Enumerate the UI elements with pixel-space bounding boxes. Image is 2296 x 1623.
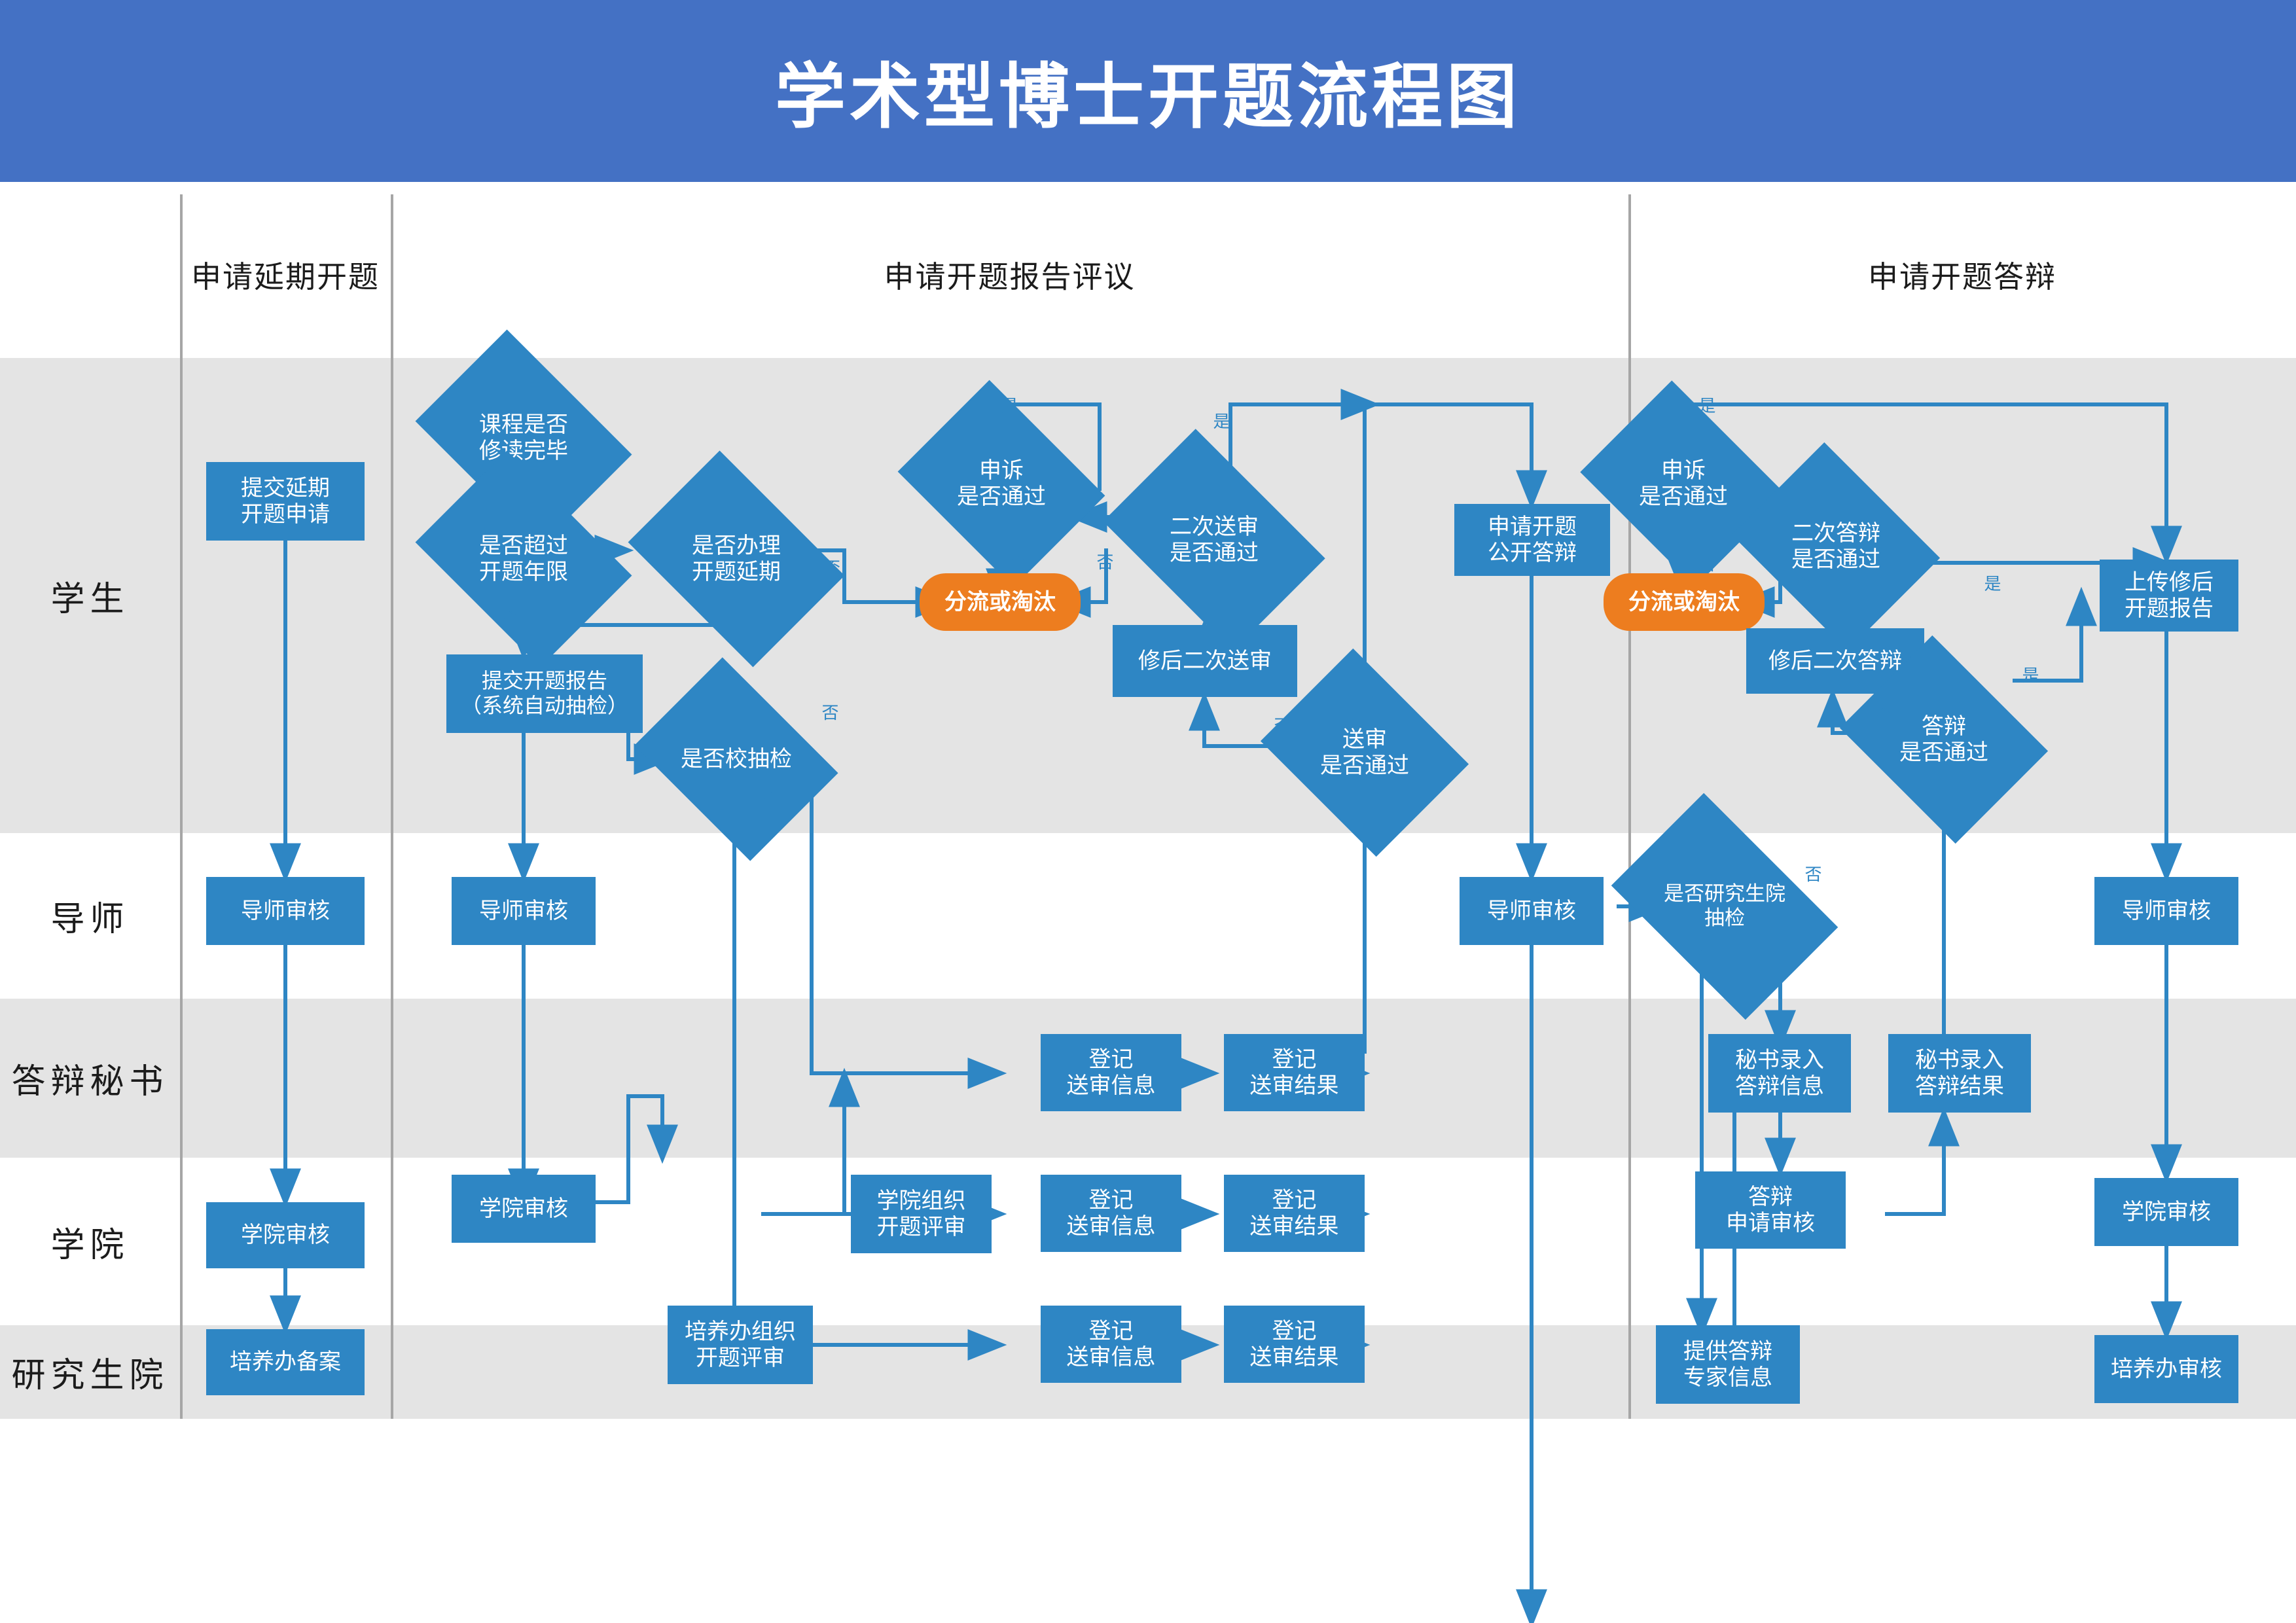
node-apply-extension-decision[interactable]: 是否办理 开题延期 [628, 450, 845, 668]
node-gradschool-sampling-decision[interactable]: 是否研究生院 抽检 [1611, 793, 1839, 1020]
edge-label-yes-appeal-review: 是 [999, 397, 1018, 412]
node-register-submission-result-gradschool[interactable]: 登记 送审结果 [1224, 1306, 1365, 1383]
edge-label-no-defense-pass: 否 [1872, 705, 1892, 721]
node-submit-proposal-report[interactable]: 提交开题报告 （系统自动抽检） [446, 654, 643, 733]
node-second-submission-pass-decision[interactable]: 二次送审 是否通过 [1103, 429, 1325, 651]
node-college-review-defense[interactable]: 学院审核 [2094, 1178, 2238, 1246]
node-register-submission-info-secretary[interactable]: 登记 送审信息 [1041, 1034, 1181, 1111]
edge-label-no-extension: 否 [823, 558, 841, 578]
edge-label-yes-extension: 是 [712, 609, 732, 624]
edge-label-no-submission-pass: 否 [1272, 717, 1291, 732]
node-apply-public-defense[interactable]: 申请开题 公开答辩 [1454, 504, 1610, 576]
row-label-student: 学生 [50, 580, 130, 618]
column-header-defense: 申请开题答辩 [1868, 260, 2056, 294]
page-title: 学术型博士开题流程图 [774, 57, 1521, 136]
row-label-gradschool: 研究生院 [11, 1357, 169, 1395]
node-register-submission-info-college[interactable]: 登记 送审信息 [1041, 1175, 1181, 1252]
node-school-sampling-decision[interactable]: 是否校抽检 [634, 657, 838, 861]
node-appeal-pass-decision-review[interactable]: 申诉 是否通过 [897, 380, 1105, 588]
lane-band-advisor [0, 833, 2296, 999]
node-advisor-review-defense-apply[interactable]: 导师审核 [1460, 877, 1604, 945]
node-gradoffice-organize-proposal-review[interactable]: 培养办组织 开题评审 [668, 1306, 813, 1384]
edge-label-yes-courses: 是 [499, 468, 518, 484]
node-advisor-review-delay[interactable]: 导师审核 [206, 877, 365, 945]
node-college-review-delay[interactable]: 学院审核 [206, 1202, 365, 1268]
edge-label-yes-sampling: 是 [761, 783, 781, 798]
node-diverted-or-eliminated-defense[interactable]: 分流或淘汰 [1604, 573, 1765, 631]
node-secretary-enter-defense-result[interactable]: 秘书录入 答辩结果 [1888, 1034, 2031, 1113]
edge-label-yes-gradschool-sampling: 是 [1691, 941, 1711, 957]
node-defense-application-review[interactable]: 答辩 申请审核 [1695, 1171, 1846, 1249]
column-divider-mid [391, 194, 393, 1419]
node-register-submission-result-secretary[interactable]: 登记 送审结果 [1224, 1034, 1365, 1111]
node-advisor-review-upload[interactable]: 导师审核 [2094, 877, 2238, 945]
row-label-college: 学院 [50, 1226, 130, 1264]
node-register-submission-info-gradschool[interactable]: 登记 送审信息 [1041, 1306, 1181, 1383]
node-register-submission-result-college[interactable]: 登记 送审结果 [1224, 1175, 1365, 1252]
column-header-delay: 申请延期开题 [191, 260, 380, 294]
edge-label-yes-submission-pass: 是 [1369, 681, 1388, 696]
title-banner: 学术型博士开题流程图 [0, 0, 2296, 182]
node-second-defense-pass-decision[interactable]: 二次答辩 是否通过 [1731, 442, 1941, 651]
edge-label-no-deadline: 否 [499, 609, 518, 624]
row-label-secretary: 答辩秘书 [11, 1063, 169, 1101]
edge-label-no-sampling: 否 [819, 704, 839, 719]
node-college-review-proposal[interactable]: 学院审核 [452, 1175, 596, 1243]
node-provide-defense-experts-info[interactable]: 提供答辩 专家信息 [1656, 1325, 1800, 1404]
node-diverted-or-eliminated-review[interactable]: 分流或淘汰 [920, 573, 1081, 631]
column-divider-left [180, 194, 183, 1419]
column-divider-right [1628, 194, 1631, 1419]
row-label-advisor: 导师 [50, 901, 130, 938]
edge-label-yes-second-defense: 是 [1982, 575, 2001, 590]
node-submit-delay-application[interactable]: 提交延期 开题申请 [206, 462, 365, 541]
node-gradoffice-record[interactable]: 培养办备案 [206, 1329, 365, 1395]
edge-label-yes-appeal-defense: 是 [1696, 397, 1716, 412]
node-exceed-deadline-decision[interactable]: 是否超过 开题年限 [415, 450, 632, 668]
node-submission-pass-decision[interactable]: 送审 是否通过 [1260, 648, 1469, 857]
node-secretary-enter-defense-info[interactable]: 秘书录入 答辩信息 [1708, 1034, 1851, 1113]
edge-label-yes-defense-pass: 是 [2020, 666, 2039, 682]
node-gradoffice-review-defense[interactable]: 培养办审核 [2094, 1335, 2238, 1403]
edge-label-no-second-defense: 否 [1792, 575, 1812, 590]
edge-label-yes-second-submission: 是 [1211, 412, 1230, 428]
edge-label-no-second-submission: 否 [1094, 553, 1114, 569]
node-college-organize-proposal-review[interactable]: 学院组织 开题评审 [851, 1175, 992, 1253]
node-defense-pass-decision[interactable]: 答辩 是否通过 [1839, 635, 2049, 844]
node-upload-revised-proposal[interactable]: 上传修后 开题报告 [2100, 560, 2238, 632]
edge-label-no-appeal-defense: 否 [1696, 555, 1716, 571]
edge-label-no-gradschool-sampling: 否 [1803, 865, 1822, 881]
column-header-review: 申请开题报告评议 [884, 260, 1136, 294]
node-revised-second-submission[interactable]: 修后二次送审 [1113, 625, 1297, 697]
node-courses-completed-decision[interactable]: 课程是否 修读完毕 [415, 329, 632, 546]
edge-label-no-appeal-review: 否 [1007, 553, 1026, 569]
node-advisor-review-proposal[interactable]: 导师审核 [452, 877, 596, 945]
node-appeal-pass-decision-defense[interactable]: 申诉 是否通过 [1580, 380, 1787, 587]
